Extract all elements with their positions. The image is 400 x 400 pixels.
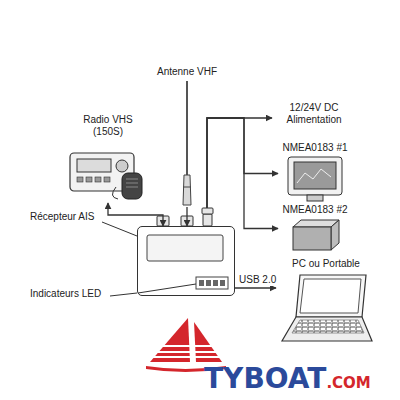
radio-node: Radio VHS (150S) [62,114,154,203]
watermark-text: .COM [326,374,370,392]
antenna-node: Antenne VHF [150,66,224,207]
connector-arrow [186,207,187,226]
leader-line [110,293,137,296]
device-label: PC ou Portable [270,258,382,270]
leader-line [102,222,137,236]
receiver-drawing [138,227,233,294]
connector-arrow [207,118,272,208]
device-label: NMEA0183 #1 [278,142,352,154]
antenna-icon [150,79,224,207]
display-node: NMEA0183 #1 [278,142,352,205]
device-icon [287,217,343,253]
laptop-icon [278,271,374,347]
connector-arrow [108,203,163,226]
device-label: Antenne VHF [150,66,224,78]
watermark-logo: TYBOAT.COM [204,362,371,395]
power-node: 12/24V DC Alimentation [272,98,356,138]
watermark-text: TYBOAT [204,362,326,395]
device-label: NMEA0183 #2 [278,204,352,216]
connector-arrow [207,118,278,208]
device-label: Récepteur AIS [30,211,94,223]
radio-icon [64,139,152,203]
device-label: 12/24V DC Alimentation [279,102,349,126]
connector-label: USB 2.0 [238,274,277,286]
callout-label: Indicateurs LED [30,288,101,300]
laptop-node: PC ou Portable [270,258,382,347]
device-node: NMEA0183 #2 [278,204,352,253]
ais-connectors [157,208,213,226]
receiver-box: Récepteur AIS [137,226,235,296]
display-icon [285,155,345,205]
connector-arrow [235,287,276,288]
device-label: Radio VHS (150S) [80,114,136,138]
connector-arrow [207,118,278,229]
